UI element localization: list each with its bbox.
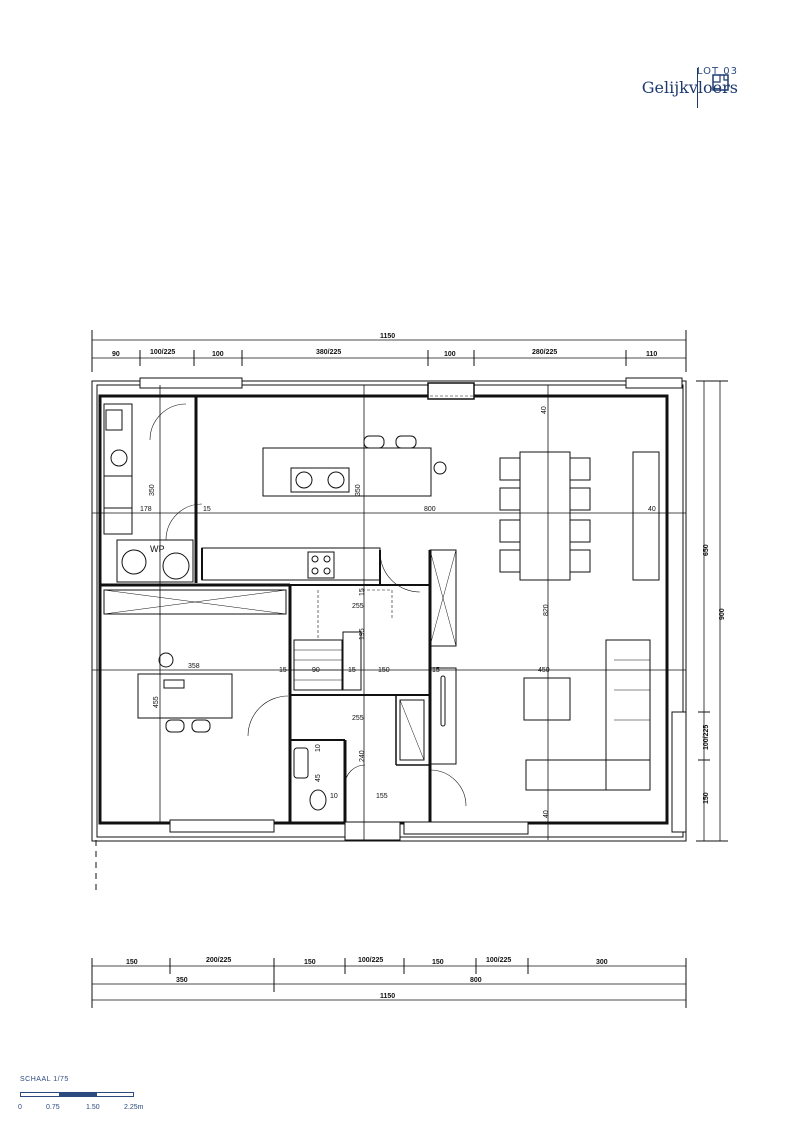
scale-tick-075: 0.75	[46, 1104, 60, 1111]
right-dim-650: 650	[703, 544, 710, 556]
kitchen-island	[262, 447, 432, 497]
plan-header: LOT 03 Gelijkvloers	[642, 66, 738, 97]
dim-240: 240	[359, 750, 366, 762]
bottom-dim-7: 300	[596, 959, 608, 966]
right-total-dim: 900	[719, 608, 726, 620]
scale-title: SCHAAL 1/75	[20, 1076, 69, 1083]
top-dim-1: 90	[112, 351, 120, 358]
dim-350b: 350	[355, 484, 362, 496]
staircase	[293, 639, 343, 691]
scale-tick-0: 0	[18, 1104, 22, 1111]
dim-15d: 15	[348, 667, 356, 674]
dining-table	[519, 451, 571, 581]
kitchen-counter	[201, 547, 381, 581]
dim-15e: 15	[432, 667, 440, 674]
top-dim-2: 100/225	[150, 349, 175, 356]
dim-150: 150	[378, 667, 390, 674]
right-dim-150: 150	[703, 792, 710, 804]
dim-800: 800	[424, 506, 436, 513]
dim-45: 45	[315, 774, 322, 782]
dim-195: 195	[359, 628, 366, 640]
washbasin	[293, 747, 309, 779]
top-dim-3: 100	[212, 351, 224, 358]
top-dim-7: 110	[646, 351, 657, 358]
bottom-dim-6: 100/225	[486, 957, 511, 964]
scale-tick-225: 2.25m	[124, 1104, 144, 1111]
dim-255a: 255	[352, 603, 364, 610]
bottom-dim-350: 350	[176, 977, 188, 984]
dim-255b: 255	[352, 715, 364, 722]
scale-legend: SCHAAL 1/75 0 0.75 1.50 2.25m	[18, 1076, 143, 1111]
toilet	[309, 789, 327, 811]
dim-40c: 40	[543, 810, 550, 818]
sideboard	[632, 451, 660, 581]
floor-level-title: Gelijkvloers	[641, 78, 738, 97]
coffee-table	[523, 677, 571, 721]
dim-350a: 350	[149, 484, 156, 496]
dim-10a: 10	[315, 744, 322, 752]
floor-plan-icon	[712, 74, 729, 91]
outer-wall-outline	[91, 380, 687, 842]
header-divider	[697, 68, 698, 108]
dim-155: 155	[376, 793, 388, 800]
window-top-1	[139, 377, 243, 389]
top-dim-6: 280/225	[532, 349, 557, 356]
dim-15b: 15	[359, 588, 366, 596]
lot-number: LOT 03	[696, 66, 738, 77]
desk	[137, 673, 233, 719]
dim-40b: 40	[648, 506, 656, 513]
bottom-dim-4: 100/225	[358, 957, 383, 964]
top-dim-4: 380/225	[316, 349, 341, 356]
bottom-dim-5: 150	[432, 959, 444, 966]
heat-pump-label: WP	[150, 544, 165, 554]
sofa	[605, 639, 651, 791]
dim-40a: 40	[541, 406, 548, 414]
inner-wall-outline	[98, 394, 669, 825]
window-top-2	[427, 382, 475, 400]
bottom-total-dim: 1150	[380, 993, 395, 1000]
dim-820: 820	[543, 604, 550, 616]
dim-15c: 15	[279, 667, 287, 674]
top-total-dim: 1150	[380, 333, 395, 340]
top-dim-5: 100	[444, 351, 456, 358]
dim-10b: 10	[330, 793, 338, 800]
dim-455: 455	[153, 696, 160, 708]
bottom-dim-3: 150	[304, 959, 316, 966]
scale-bar	[20, 1092, 134, 1097]
window-bottom-1	[169, 819, 275, 833]
bottom-dim-1: 150	[126, 959, 138, 966]
right-dim-window: 100/225	[703, 725, 710, 750]
dim-358: 358	[188, 663, 200, 670]
window-right	[671, 711, 687, 833]
bottom-dim-2: 200/225	[206, 957, 231, 964]
dim-90: 90	[312, 667, 320, 674]
window-bottom-2	[403, 821, 529, 835]
bottom-dim-800: 800	[470, 977, 482, 984]
dim-178: 178	[140, 506, 152, 513]
dim-450: 450	[538, 667, 550, 674]
scale-tick-150: 1.50	[86, 1104, 100, 1111]
dim-15a: 15	[203, 506, 211, 513]
